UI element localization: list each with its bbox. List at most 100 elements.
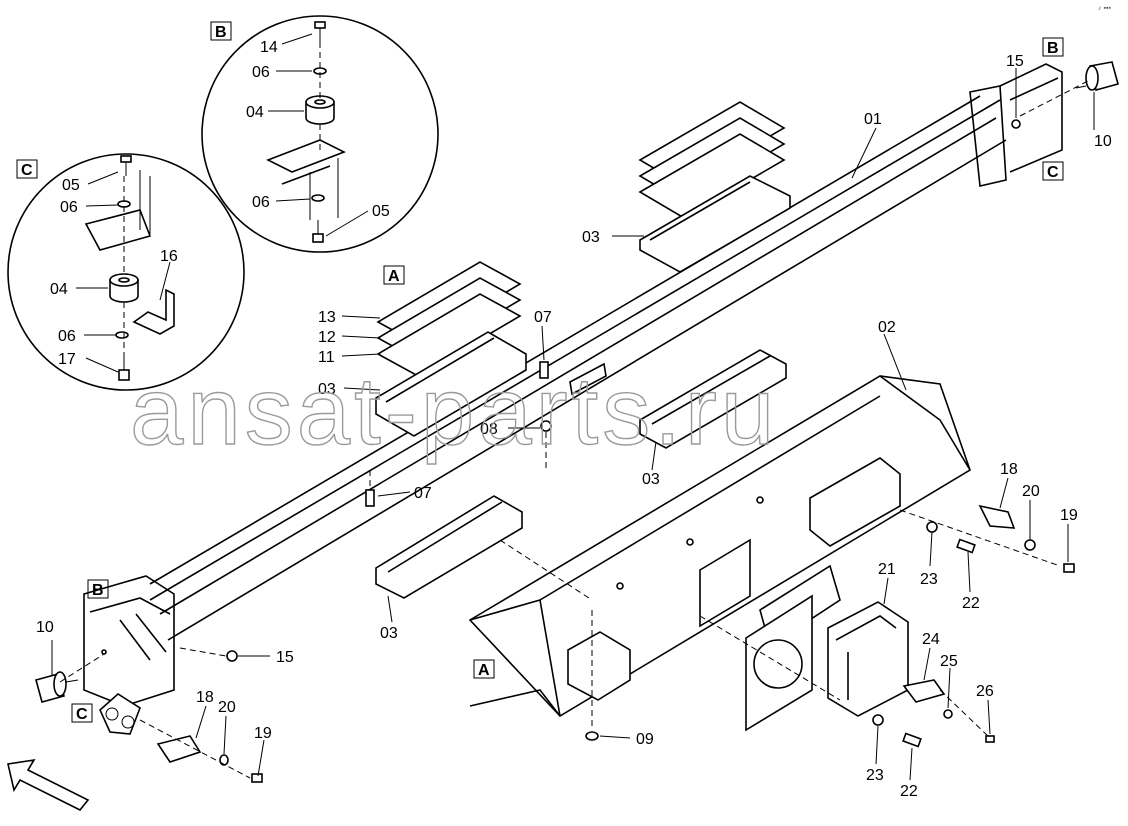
callout-03: 03: [318, 381, 336, 398]
rubber-mount-icon: [109, 273, 139, 303]
callout-13: 13: [318, 309, 336, 326]
bolt-icon: [365, 489, 375, 507]
nut-icon: [943, 709, 953, 719]
callout-03: 03: [380, 625, 398, 642]
rubber-stop-left-icon: [35, 671, 79, 703]
callout-04: 04: [50, 281, 68, 298]
callout-07: 07: [534, 309, 552, 326]
callout-03: 03: [642, 471, 660, 488]
rubber-mount-icon: [305, 95, 335, 125]
bolt-icon: [251, 773, 263, 783]
view-label-box: [71, 703, 93, 723]
callout-05: 05: [62, 177, 80, 194]
bolt-icon: [956, 538, 976, 554]
channel-mid: [639, 349, 787, 449]
bolt-icon: [120, 155, 132, 176]
washer-icon: [311, 194, 325, 202]
shim-stack-top: [638, 101, 791, 273]
callout-08: 08: [480, 421, 498, 438]
shim-a-label: A: [388, 268, 400, 285]
callout-06: 06: [252, 194, 270, 211]
beam-left-b-label: B: [92, 582, 104, 599]
callout-15: 15: [276, 649, 294, 666]
callout-02: 02: [878, 319, 896, 336]
callout-19: 19: [1060, 507, 1078, 524]
callout-05: 05: [372, 203, 390, 220]
view-label-box: [87, 579, 109, 599]
washer-icon: [872, 714, 884, 726]
callout-06: 06: [58, 328, 76, 345]
callout-06: 06: [252, 64, 270, 81]
bolt-icon: [539, 361, 549, 379]
crossbeam: [468, 375, 971, 718]
pin-icon: [978, 504, 1016, 529]
bolt-icon: [314, 21, 326, 42]
detail-c-label: C: [21, 162, 33, 179]
callout-11: 11: [318, 349, 335, 366]
view-label-box: [210, 21, 232, 41]
callout-14: 14: [260, 39, 278, 56]
callout-20: 20: [1022, 483, 1040, 500]
callout-20: 20: [218, 699, 236, 716]
callout-19: 19: [254, 725, 272, 742]
pin-icon: [156, 735, 202, 763]
callout-18: 18: [1000, 461, 1018, 478]
callout-17: 17: [58, 351, 76, 368]
beam-left-c-label: C: [76, 706, 88, 723]
callout-03: 03: [582, 229, 600, 246]
callout-23: 23: [866, 767, 884, 784]
callout-16: 16: [160, 248, 178, 265]
callout-06: 06: [60, 199, 78, 216]
bolt-icon: [118, 358, 130, 381]
shim-stack-a: [375, 261, 527, 437]
washer-icon: [115, 331, 129, 339]
callout-23: 23: [920, 571, 938, 588]
callout-01: 01: [864, 111, 882, 128]
callout-04: 04: [246, 104, 264, 121]
forward-direction-arrow-icon: [7, 758, 90, 812]
nut-icon: [1011, 119, 1021, 129]
washer-icon: [540, 420, 552, 432]
corner-mark: ♪ ▪▪▪: [1098, 5, 1111, 12]
crossbeam-a-label: A: [478, 662, 490, 679]
callout-10: 10: [1094, 133, 1112, 150]
bolt-icon: [985, 735, 995, 743]
callout-22: 22: [962, 595, 980, 612]
nut-icon: [585, 731, 599, 741]
bolt-icon: [312, 220, 324, 243]
view-label-box: [473, 659, 495, 679]
view-label-box: [383, 265, 405, 285]
detail-b-label: B: [215, 24, 227, 41]
callout-10: 10: [36, 619, 54, 636]
detail-b-circle: B 14 06 04 06 05: [201, 15, 439, 253]
callout-21: 21: [878, 561, 896, 578]
housing-icon: [827, 601, 909, 717]
washer-icon: [926, 521, 938, 533]
detail-c-circle: C 05 06 04 16 06 17: [7, 153, 245, 391]
view-label-box: [1042, 161, 1064, 181]
beam-slot: [569, 362, 607, 396]
washer-icon: [219, 754, 229, 766]
callout-26: 26: [976, 683, 994, 700]
rubber-stop-right-icon: [1075, 61, 1119, 91]
callout-12: 12: [318, 329, 336, 346]
washer-icon: [1024, 539, 1036, 551]
callout-09: 09: [636, 731, 654, 748]
lug-icon: [99, 693, 141, 735]
view-label-box: [16, 159, 38, 179]
view-label-box: [1042, 37, 1064, 57]
callout-18: 18: [196, 689, 214, 706]
callout-07: 07: [414, 485, 432, 502]
bolt-icon: [1063, 563, 1075, 573]
beam-right-c-label: C: [1047, 164, 1059, 181]
bolt-icon: [902, 732, 922, 748]
main-beam: [83, 63, 1063, 735]
latch-icon: [902, 679, 946, 703]
watermark: ansat-parts.ru: [130, 358, 778, 465]
nut-icon: [226, 650, 238, 662]
angle-bracket-icon: [132, 288, 175, 335]
channel-left: [375, 495, 523, 599]
beam-right-b-label: B: [1047, 40, 1059, 57]
callout-15: 15: [1006, 53, 1024, 70]
